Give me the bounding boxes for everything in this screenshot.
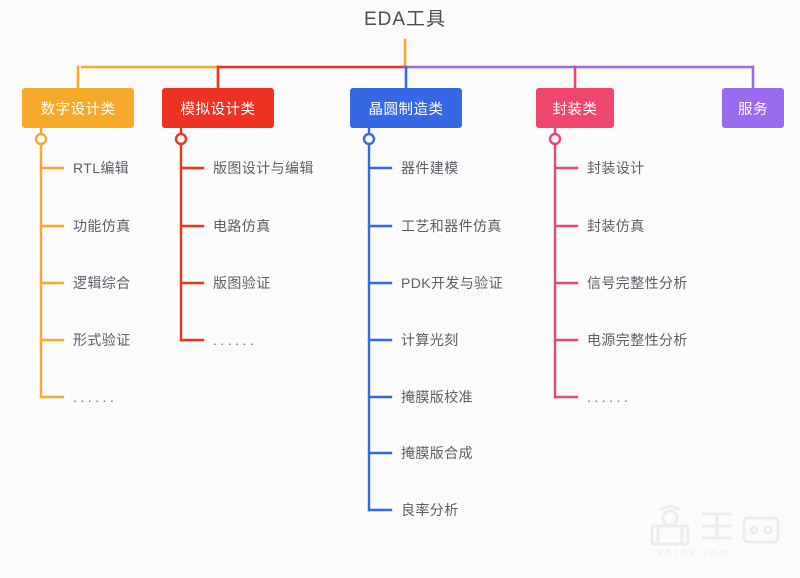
leaf-item-digital-design-2[interactable]: 逻辑综合 xyxy=(73,275,131,291)
leaf-item-analog-design-0[interactable]: 版图设计与编辑 xyxy=(213,160,314,176)
leaf-item-analog-design-2[interactable]: 版图验证 xyxy=(213,275,271,291)
category-node-digital-design[interactable]: 数字设计类 xyxy=(22,88,134,128)
leaf-item-packaging-0[interactable]: 封装设计 xyxy=(587,160,645,176)
leaf-item-wafer-manufacturing-0[interactable]: 器件建模 xyxy=(401,160,459,176)
category-node-label: 模拟设计类 xyxy=(180,101,256,118)
watermark-url: zhidx.com xyxy=(658,548,731,558)
leaf-item-wafer-manufacturing-5[interactable]: 掩膜版合成 xyxy=(401,445,473,461)
leaf-item-wafer-manufacturing-1[interactable]: 工艺和器件仿真 xyxy=(401,218,502,234)
category-node-label: 封装类 xyxy=(552,101,598,118)
branch-connector-ring-packaging xyxy=(548,132,562,146)
leaf-item-digital-design-4[interactable]: ...... xyxy=(73,389,118,405)
branch-connector-ring-digital-design xyxy=(34,132,48,146)
watermark-logo: zhidx.com xyxy=(636,496,786,558)
branch-connector-ring-analog-design xyxy=(174,132,188,146)
leaf-item-digital-design-3[interactable]: 形式验证 xyxy=(73,332,131,348)
category-node-label: 服务 xyxy=(738,101,768,118)
leaf-item-wafer-manufacturing-6[interactable]: 良率分析 xyxy=(401,502,459,518)
leaf-item-wafer-manufacturing-3[interactable]: 计算光刻 xyxy=(401,332,459,348)
leaf-item-digital-design-0[interactable]: RTL编辑 xyxy=(73,160,130,176)
leaf-item-packaging-4[interactable]: ...... xyxy=(587,389,632,405)
category-node-packaging[interactable]: 封装类 xyxy=(536,88,614,128)
category-node-label: 晶圆制造类 xyxy=(368,101,444,118)
leaf-item-digital-design-1[interactable]: 功能仿真 xyxy=(73,218,131,234)
leaf-item-wafer-manufacturing-4[interactable]: 掩膜版校准 xyxy=(401,389,473,405)
category-node-service[interactable]: 服务 xyxy=(722,88,784,128)
leaf-item-packaging-2[interactable]: 信号完整性分析 xyxy=(587,275,688,291)
category-node-wafer-manufacturing[interactable]: 晶圆制造类 xyxy=(350,88,462,128)
leaf-item-packaging-3[interactable]: 电源完整性分析 xyxy=(587,332,688,348)
leaf-item-packaging-1[interactable]: 封装仿真 xyxy=(587,218,645,234)
category-node-label: 数字设计类 xyxy=(40,101,116,118)
leaf-item-wafer-manufacturing-2[interactable]: PDK开发与验证 xyxy=(401,275,503,291)
leaf-item-analog-design-3[interactable]: ...... xyxy=(213,332,258,348)
leaf-item-analog-design-1[interactable]: 电路仿真 xyxy=(213,218,271,234)
page-title-text: EDA工具 xyxy=(363,9,447,30)
page-title: EDA工具 xyxy=(0,4,800,31)
branch-connector-ring-wafer-manufacturing xyxy=(362,132,376,146)
watermark-brand-icon: zhidx.com xyxy=(650,505,780,558)
category-node-analog-design[interactable]: 模拟设计类 xyxy=(162,88,274,128)
